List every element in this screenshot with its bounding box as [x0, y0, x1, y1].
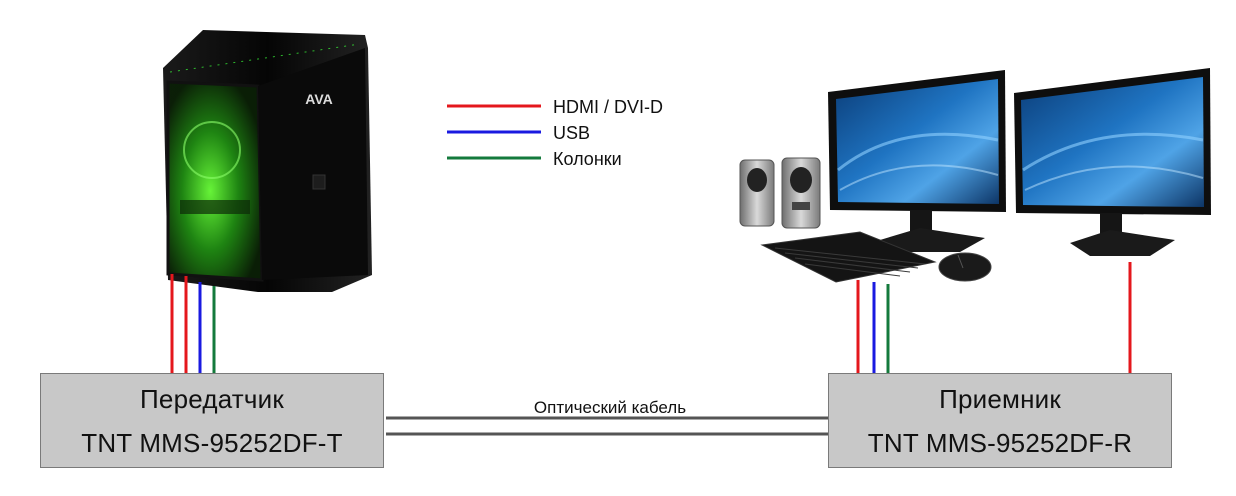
monitor-1-icon: [828, 70, 1006, 252]
optical-cable-label: Оптический кабель: [533, 398, 687, 417]
legend-label-audio: Колонки: [553, 149, 622, 169]
monitor-2-icon: [1014, 68, 1211, 256]
pc-tower-icon: AVA: [163, 30, 372, 292]
optical-cable: [386, 416, 828, 436]
transmitter-title: Передатчик: [140, 384, 284, 414]
mouse-icon: [938, 252, 992, 282]
legend: [447, 104, 541, 160]
transmitter-box: Передатчик TNT MMS-95252DF-T: [40, 373, 384, 468]
speakers-icon: [739, 157, 821, 229]
receiver-model: TNT MMS-95252DF-R: [867, 428, 1133, 458]
transmitter-cables: [170, 274, 216, 373]
pc-brand-logo: AVA: [305, 91, 332, 107]
legend-label-hdmi: HDMI / DVI-D: [553, 97, 663, 117]
receiver-box: Приемник TNT MMS-95252DF-R: [828, 373, 1172, 468]
legend-label-usb: USB: [553, 123, 591, 143]
receiver-title: Приемник: [939, 384, 1061, 414]
keyboard-icon: [760, 231, 937, 283]
transmitter-model: TNT MMS-95252DF-T: [81, 428, 343, 458]
receiver-cables: [856, 262, 1132, 373]
